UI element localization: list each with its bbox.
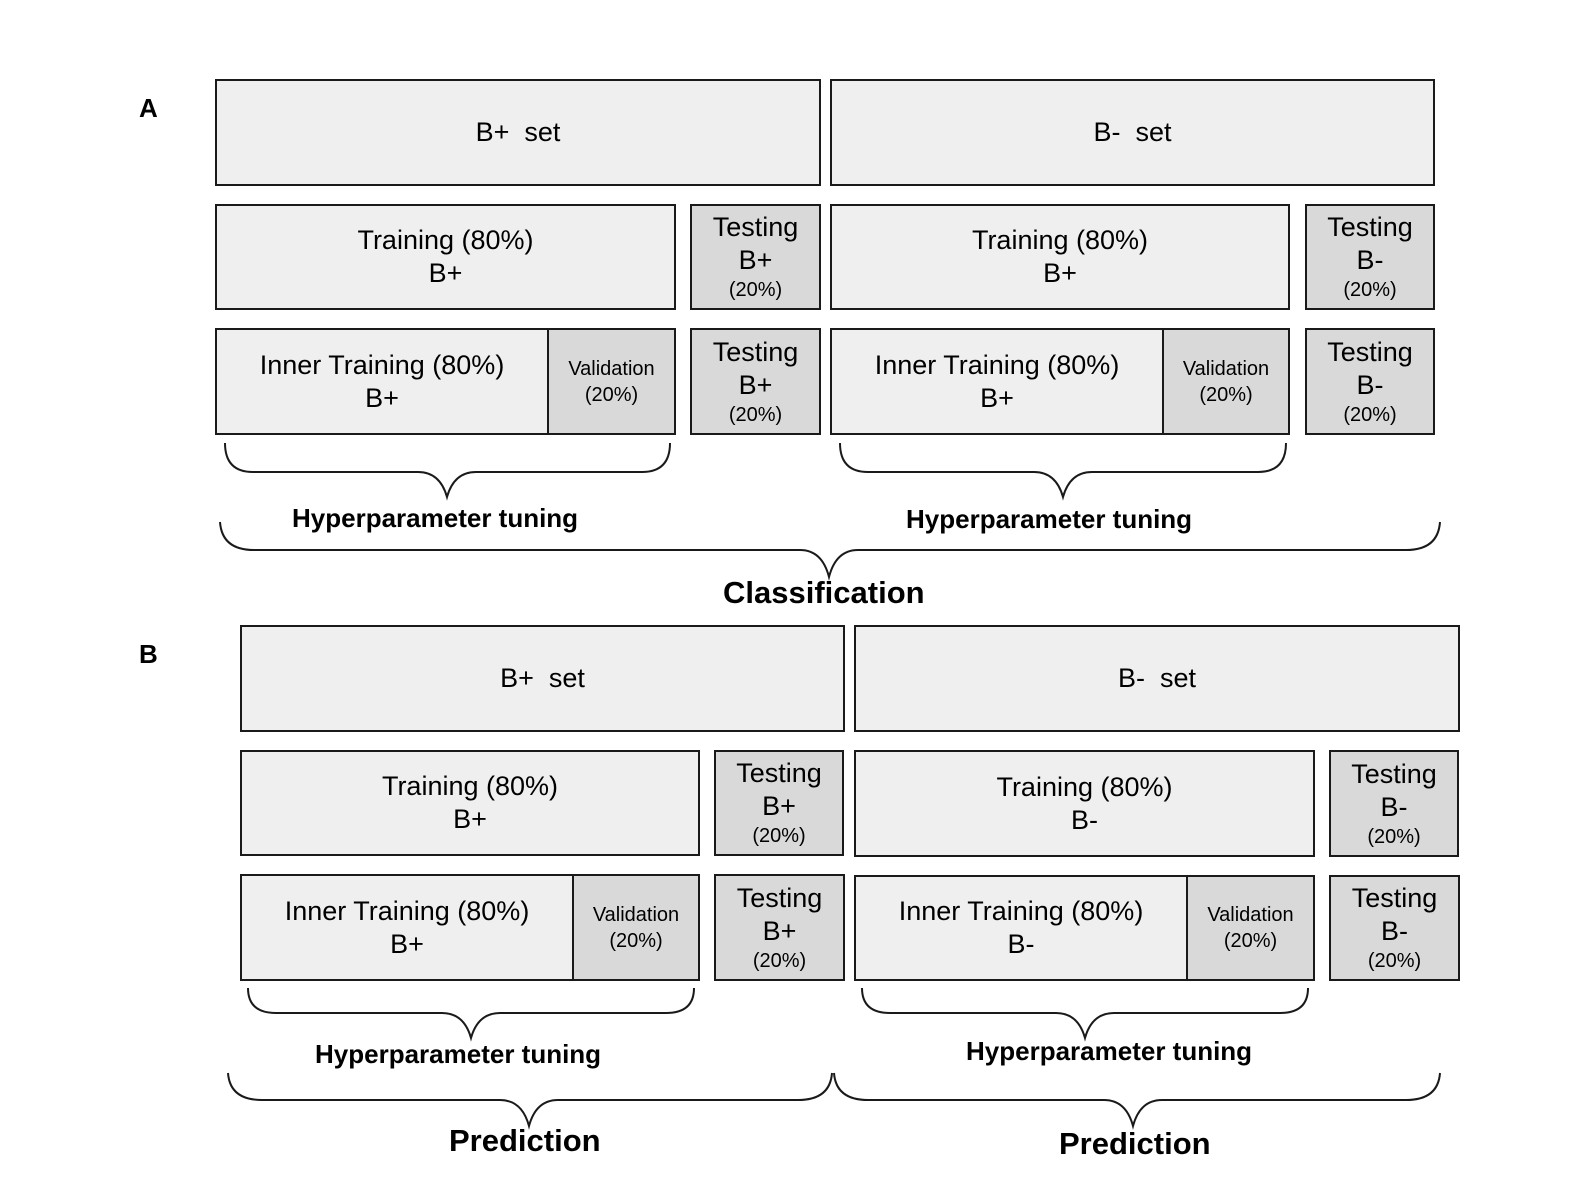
a-left-inner-split: Inner Training (80%) B+ Validation (20%) <box>215 328 676 435</box>
b-left-inner-training-box: Inner Training (80%) B+ <box>242 876 572 979</box>
b-right-testing2-line1: Testing <box>1351 883 1438 913</box>
a-left-testing2-line1: Testing <box>712 336 799 367</box>
b-bminus-set-box: B- set <box>854 625 1460 732</box>
b-right-inner-training-box: Inner Training (80%) B- <box>856 877 1186 979</box>
a-right-testing2-line1: Testing <box>1327 336 1413 367</box>
b-left-testing-box: Testing B+ (20%) <box>714 750 844 856</box>
a-right-validation-line2: (20%) <box>1199 383 1253 406</box>
b-right-testing-box: Testing B- (20%) <box>1329 750 1459 857</box>
a-bminus-set-box: B- set <box>830 79 1435 186</box>
a-right-inner-line2: B+ <box>980 382 1014 413</box>
a-left-testing-line3: (20%) <box>728 279 783 301</box>
a-left-inner-line2: B+ <box>365 382 399 413</box>
b-right-validation-line1: Validation <box>1207 904 1294 926</box>
a-right-testing-line2: B- <box>1356 245 1384 275</box>
b-right-training-line1: Training (80%) <box>996 771 1173 802</box>
b-right-inner-split: Inner Training (80%) B- Validation (20%) <box>854 875 1315 981</box>
a-right-inner-split: Inner Training (80%) B+ Validation (20%) <box>830 328 1290 435</box>
brace-a-tuning-right <box>839 442 1287 501</box>
b-left-inner-line2: B+ <box>390 928 424 959</box>
panel-a-letter: A <box>139 93 158 123</box>
b-left-testing-line3: (20%) <box>752 825 806 847</box>
a-left-testing2-box: Testing B+ (20%) <box>690 328 821 435</box>
b-right-testing-line1: Testing <box>1351 758 1437 789</box>
a-left-training-line1: Training (80%) <box>357 225 534 255</box>
a-left-inner-line1: Inner Training (80%) <box>259 349 505 380</box>
a-left-testing-line1: Testing <box>712 212 799 242</box>
a-classification-label: Classification <box>723 575 925 610</box>
a-right-training-line1: Training (80%) <box>971 225 1149 255</box>
brace-b-prediction-left <box>227 1072 833 1130</box>
b-right-inner-line1: Inner Training (80%) <box>898 896 1144 926</box>
a-left-testing2-line3: (20%) <box>728 403 783 426</box>
a-left-testing-line2: B+ <box>738 245 773 275</box>
a-right-testing-line3: (20%) <box>1343 279 1397 301</box>
brace-a-classification <box>219 521 1441 581</box>
b-tuning-left-label: Hyperparameter tuning <box>315 1039 602 1069</box>
brace-b-tuning-right <box>861 987 1309 1042</box>
brace-a-tuning-left <box>224 442 671 501</box>
b-left-testing-line2: B+ <box>762 791 796 821</box>
b-right-training-box: Training (80%) B- <box>854 750 1315 857</box>
b-right-testing2-line3: (20%) <box>1367 950 1422 972</box>
b-bplus-set-box: B+ set <box>240 625 845 732</box>
a-right-validation-box: Validation (20%) <box>1162 330 1288 433</box>
a-right-testing2-line2: B- <box>1356 369 1384 400</box>
b-left-training-line1: Training (80%) <box>381 771 559 801</box>
brace-b-prediction-right <box>833 1072 1441 1130</box>
a-left-training-line2: B+ <box>428 258 463 288</box>
a-left-validation-line2: (20%) <box>584 383 639 406</box>
a-right-testing-line1: Testing <box>1327 212 1413 242</box>
a-right-testing2-box: Testing B- (20%) <box>1305 328 1435 435</box>
a-left-training-box: Training (80%) B+ <box>215 204 676 310</box>
a-right-testing2-line3: (20%) <box>1343 403 1397 426</box>
b-prediction-left-label: Prediction <box>449 1123 601 1158</box>
a-left-testing-box: Testing B+ (20%) <box>690 204 821 310</box>
b-left-testing2-line1: Testing <box>736 882 823 913</box>
b-left-inner-line1: Inner Training (80%) <box>284 895 530 926</box>
a-right-inner-line1: Inner Training (80%) <box>874 349 1120 380</box>
a-bminus-set-label: B- set <box>1093 117 1172 147</box>
b-tuning-right-label: Hyperparameter tuning <box>966 1036 1253 1066</box>
b-right-testing-line3: (20%) <box>1367 825 1421 848</box>
a-left-validation-box: Validation (20%) <box>547 330 674 433</box>
b-left-training-line2: B+ <box>453 804 487 834</box>
b-right-testing2-box: Testing B- (20%) <box>1329 875 1460 981</box>
a-tuning-left-label: Hyperparameter tuning <box>292 503 579 533</box>
b-right-testing-line2: B- <box>1380 791 1408 822</box>
b-prediction-right-label: Prediction <box>1059 1126 1211 1161</box>
b-right-inner-line2: B- <box>1007 929 1035 959</box>
b-right-training-line2: B- <box>1071 804 1098 835</box>
a-right-inner-training-box: Inner Training (80%) B+ <box>832 330 1162 433</box>
b-right-testing2-line2: B- <box>1381 916 1408 946</box>
a-right-training-box: Training (80%) B+ <box>830 204 1290 310</box>
b-left-testing2-line3: (20%) <box>752 949 807 972</box>
a-left-testing2-line2: B+ <box>738 369 773 400</box>
a-right-testing-box: Testing B- (20%) <box>1305 204 1435 310</box>
a-bplus-set-box: B+ set <box>215 79 821 186</box>
b-bplus-set-label: B+ set <box>500 663 585 693</box>
b-left-validation-box: Validation (20%) <box>572 876 698 979</box>
b-left-validation-line1: Validation <box>592 903 680 926</box>
b-left-validation-line2: (20%) <box>609 929 663 952</box>
a-tuning-right-label: Hyperparameter tuning <box>906 504 1193 534</box>
b-left-testing-line1: Testing <box>736 758 822 788</box>
b-right-validation-box: Validation (20%) <box>1186 877 1313 979</box>
b-left-testing2-box: Testing B+ (20%) <box>714 874 845 981</box>
a-bplus-set-label: B+ set <box>475 117 561 147</box>
b-left-training-box: Training (80%) B+ <box>240 750 700 856</box>
b-left-testing2-line2: B+ <box>762 915 797 946</box>
a-left-inner-training-box: Inner Training (80%) B+ <box>217 330 547 433</box>
a-right-training-line2: B+ <box>1043 258 1077 288</box>
a-right-validation-line1: Validation <box>1182 357 1270 380</box>
b-left-inner-split: Inner Training (80%) B+ Validation (20%) <box>240 874 700 981</box>
brace-b-tuning-left <box>247 987 695 1042</box>
a-left-validation-line1: Validation <box>568 357 655 380</box>
b-right-validation-line2: (20%) <box>1223 930 1278 952</box>
panel-b-letter: B <box>139 639 158 669</box>
b-bminus-set-label: B- set <box>1117 663 1197 693</box>
